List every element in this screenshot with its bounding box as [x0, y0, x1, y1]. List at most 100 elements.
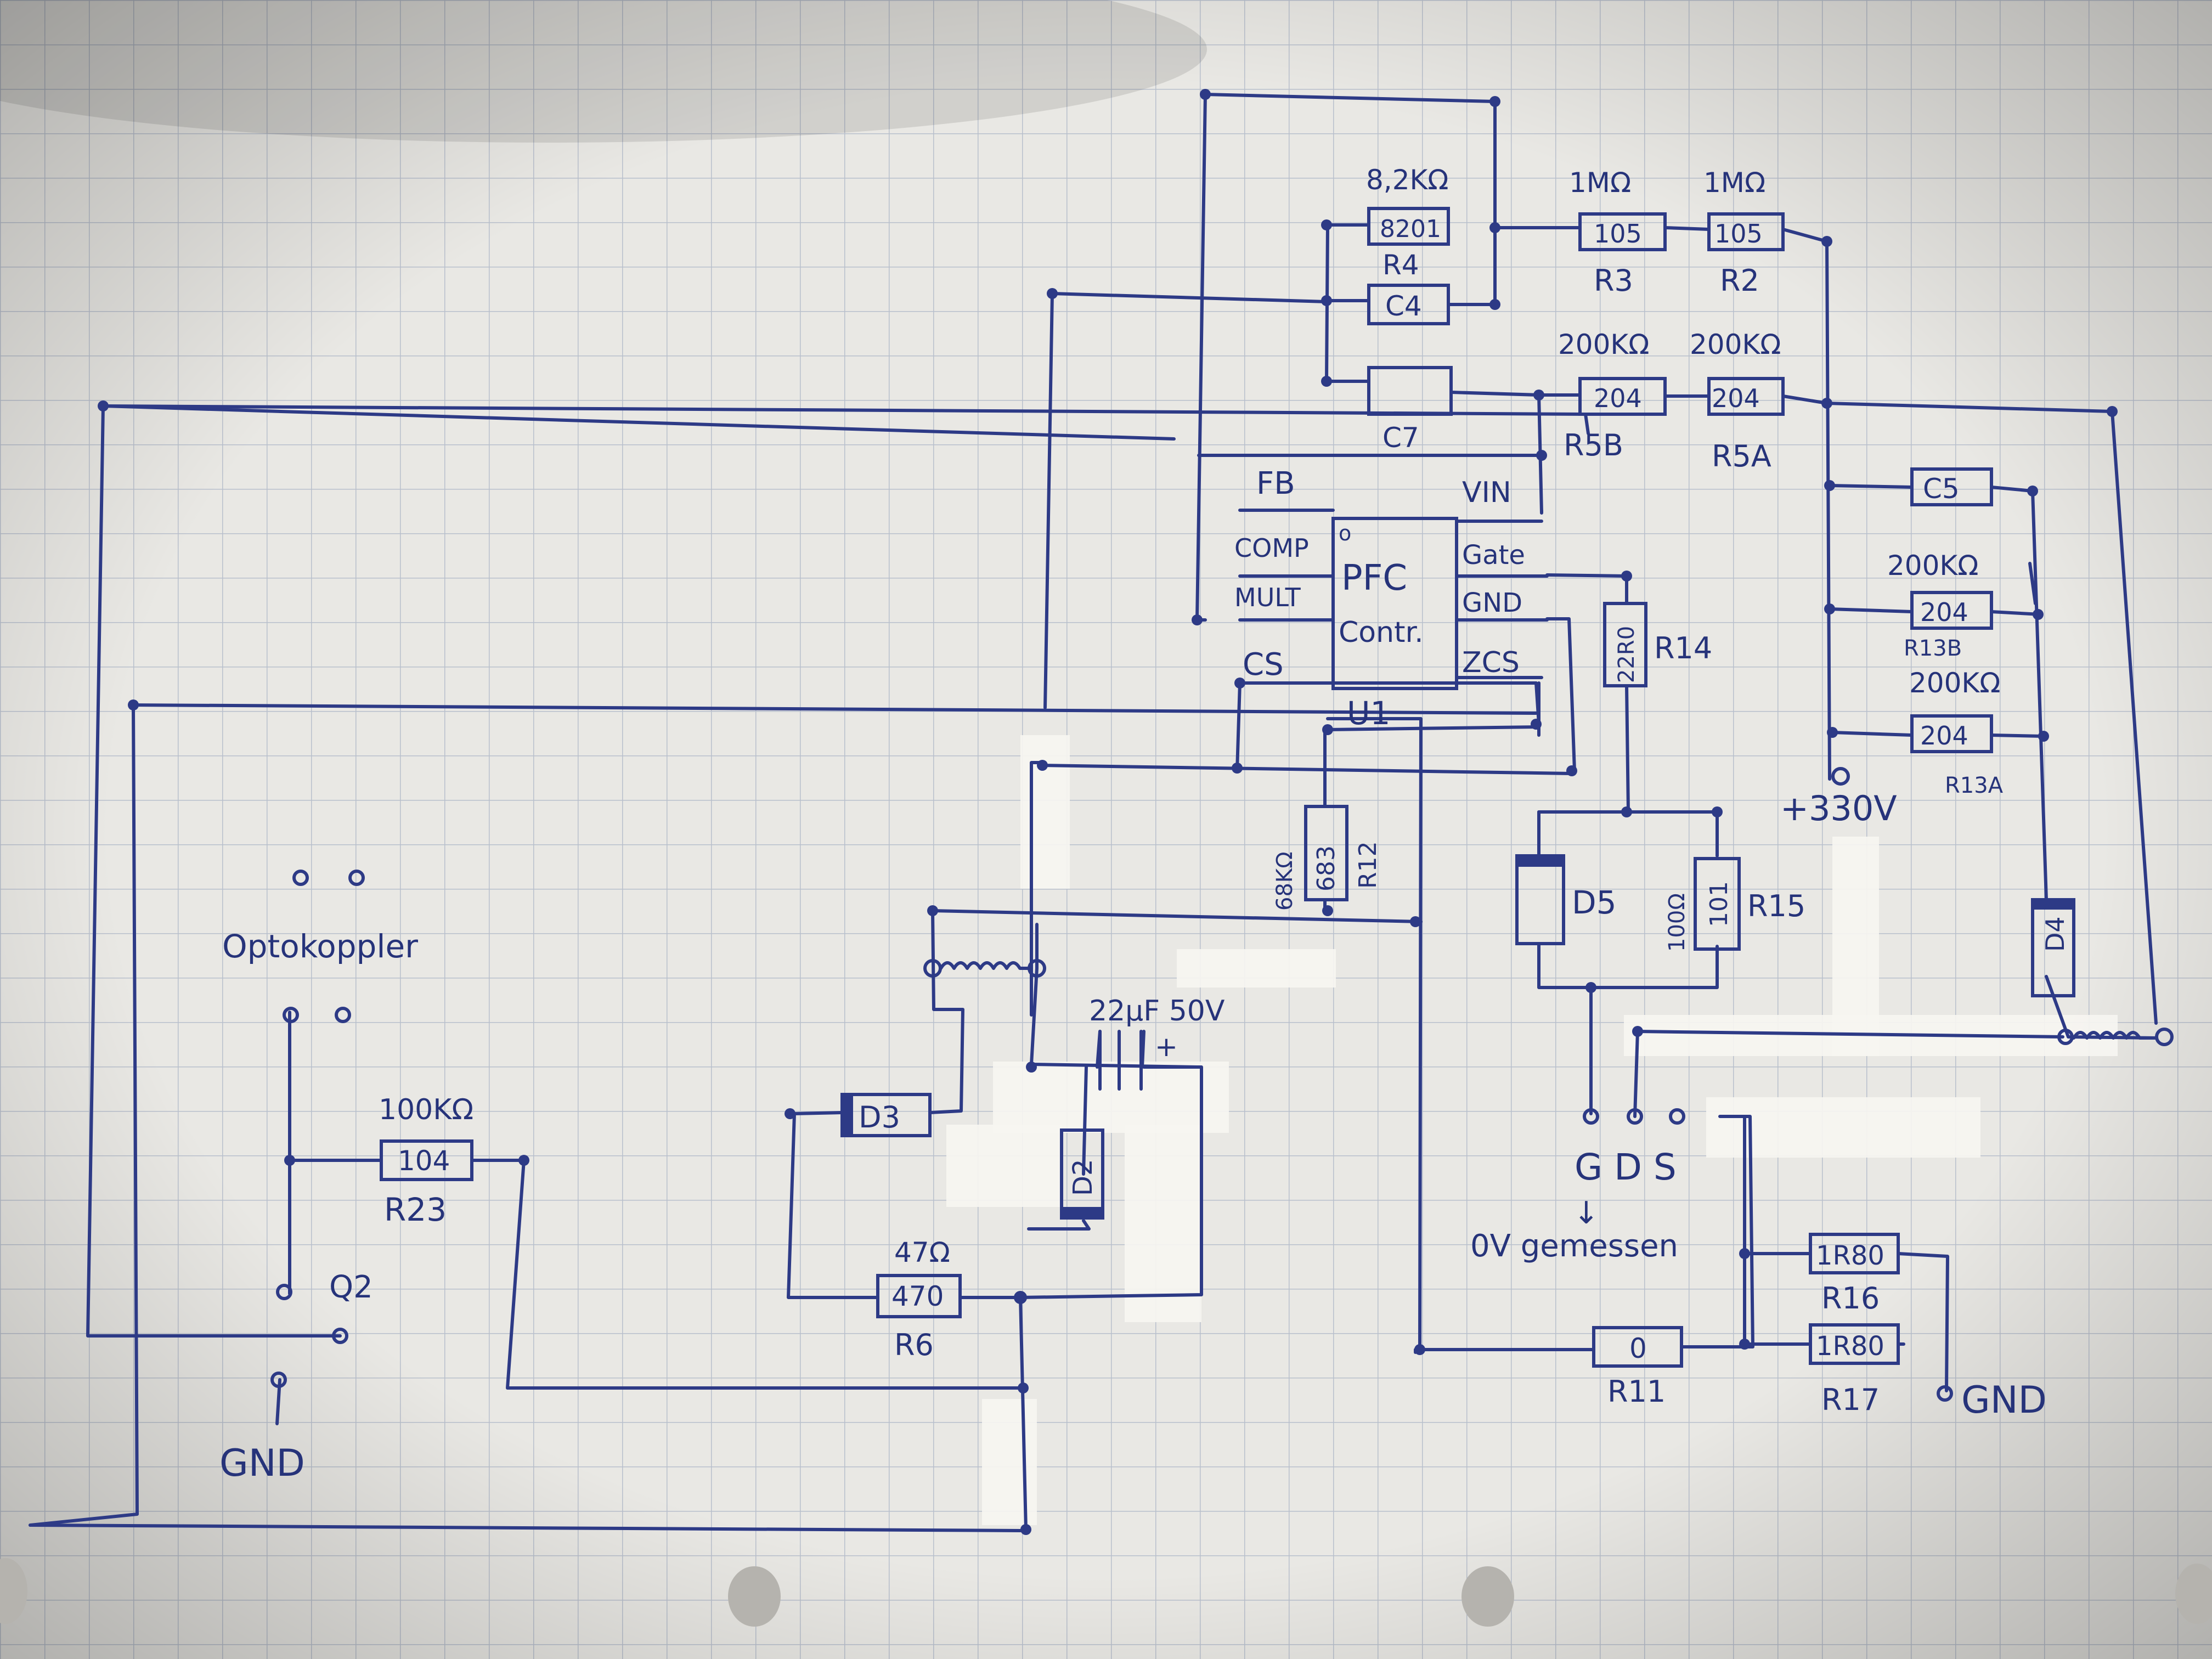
mosfet-pins-label: G D S: [1575, 1146, 1677, 1188]
pfc-controller-ic: [1331, 517, 1458, 690]
r5a-code: 204: [1712, 383, 1760, 413]
r5a-resistor: [1707, 377, 1785, 416]
r3-code: 105: [1594, 219, 1642, 249]
r13b-value: 200KΩ: [1887, 550, 1978, 582]
r2-name: R2: [1720, 263, 1759, 298]
r17-code: 1R80: [1816, 1331, 1884, 1362]
electrolytic-capacitor: [1098, 1030, 1143, 1091]
r5b-code: 204: [1594, 383, 1642, 413]
r4-value: 8,2KΩ: [1366, 164, 1449, 196]
pin-gate: Gate: [1462, 540, 1525, 571]
pin-zcs: ZCS: [1462, 646, 1520, 679]
cap-plus: +: [1155, 1031, 1178, 1063]
r15-value: 100Ω: [1664, 893, 1690, 952]
r23-name: R23: [384, 1191, 447, 1228]
pin1-mark: o: [1339, 521, 1351, 545]
pin-mult: MULT: [1234, 583, 1301, 612]
r4-resistor: [1367, 207, 1450, 246]
r3-name: R3: [1594, 263, 1633, 298]
inductor-coil: [939, 961, 1030, 970]
r5b-resistor: [1578, 377, 1667, 416]
d3-cathode-band: [842, 1094, 853, 1136]
r5b-value: 200KΩ: [1558, 329, 1649, 360]
measured-label: 0V gemessen: [1470, 1228, 1678, 1264]
c4-code: C4: [1385, 290, 1422, 322]
pin-vin: VIN: [1462, 476, 1511, 509]
r14-name: R14: [1654, 631, 1712, 665]
optokoppler-label: Optokoppler: [222, 928, 418, 965]
c5-capacitor: [1910, 467, 1993, 506]
c7-name: C7: [1383, 422, 1419, 454]
r11-resistor: [1592, 1326, 1683, 1368]
r12-code: 683: [1312, 845, 1340, 891]
terminals: [270, 767, 2174, 1402]
r23-value: 100KΩ: [379, 1093, 473, 1126]
pin-cs: CS: [1243, 647, 1284, 682]
r6-resistor: [876, 1274, 962, 1318]
r13a-code: 204: [1920, 721, 1968, 751]
wires: [29, 93, 2158, 1532]
d3-name: D3: [859, 1100, 900, 1135]
r2-resistor: [1707, 212, 1785, 251]
r5b-name: R5B: [1564, 428, 1623, 462]
cap-value: 22µF 50V: [1089, 995, 1225, 1028]
r6-name: R6: [894, 1328, 934, 1362]
d4-name: D4: [2040, 916, 2070, 952]
r12-value: 68KΩ: [1272, 851, 1297, 911]
r13a-resistor: [1910, 714, 1993, 753]
r2-code: 105: [1714, 219, 1763, 249]
c4-capacitor: [1367, 284, 1450, 325]
r13b-code: 204: [1920, 597, 1968, 627]
r16-code: 1R80: [1816, 1240, 1884, 1271]
d2-cathode-band: [1062, 1207, 1103, 1218]
r3-resistor: [1578, 212, 1667, 251]
r17-name: R17: [1821, 1383, 1880, 1417]
r13b-resistor: [1910, 591, 1993, 630]
r13b-name: R13B: [1904, 636, 1962, 661]
pin-fb: FB: [1256, 466, 1295, 501]
pin-comp: COMP: [1234, 533, 1309, 563]
r16-resistor: [1809, 1233, 1900, 1274]
d4-cathode-band: [2033, 900, 2074, 910]
r4-code: 8201: [1380, 215, 1441, 243]
ic-title-line1: PFC: [1341, 558, 1407, 599]
c5-code: C5: [1923, 473, 1960, 505]
r15-resistor: [1694, 857, 1741, 951]
r4-name: R4: [1383, 249, 1419, 281]
r17-resistor: [1809, 1323, 1900, 1365]
r5a-name: R5A: [1712, 439, 1771, 473]
inductor-coil-right: [2072, 1031, 2158, 1040]
arrow-down: ↓: [1573, 1195, 1599, 1231]
gnd-right-label: GND: [1961, 1379, 2047, 1422]
r12-name: R12: [1354, 841, 1382, 889]
d5-name: D5: [1572, 884, 1617, 921]
q2-label: Q2: [329, 1269, 373, 1305]
r13a-value: 200KΩ: [1909, 667, 2000, 699]
d5-cathode-band: [1517, 856, 1564, 867]
pin-gnd: GND: [1462, 588, 1522, 618]
r6-value: 47Ω: [894, 1237, 950, 1268]
r14-resistor: [1603, 602, 1647, 687]
r13a-name: R13A: [1945, 773, 2004, 798]
r11-code: 0: [1629, 1333, 1647, 1364]
ic-title-line2: Contr.: [1339, 616, 1424, 649]
ic-name: U1: [1347, 695, 1390, 732]
c7-capacitor: [1367, 366, 1453, 416]
r11-name: R11: [1607, 1374, 1666, 1409]
d2-name: D2: [1068, 1159, 1098, 1197]
r23-code: 104: [398, 1145, 450, 1177]
gnd-left-label: GND: [219, 1442, 305, 1485]
r5a-value: 200KΩ: [1690, 329, 1781, 360]
junction-dots: [98, 89, 2118, 1535]
r16-name: R16: [1821, 1281, 1880, 1316]
r2-value: 1MΩ: [1703, 167, 1765, 199]
top-shadow: [0, 0, 1207, 143]
r14-code: 22R0: [1614, 626, 1639, 683]
r23-resistor: [380, 1139, 473, 1181]
r12-resistor: [1304, 805, 1348, 901]
voltage-label: +330V: [1780, 788, 1897, 828]
r15-name: R15: [1747, 889, 1805, 923]
